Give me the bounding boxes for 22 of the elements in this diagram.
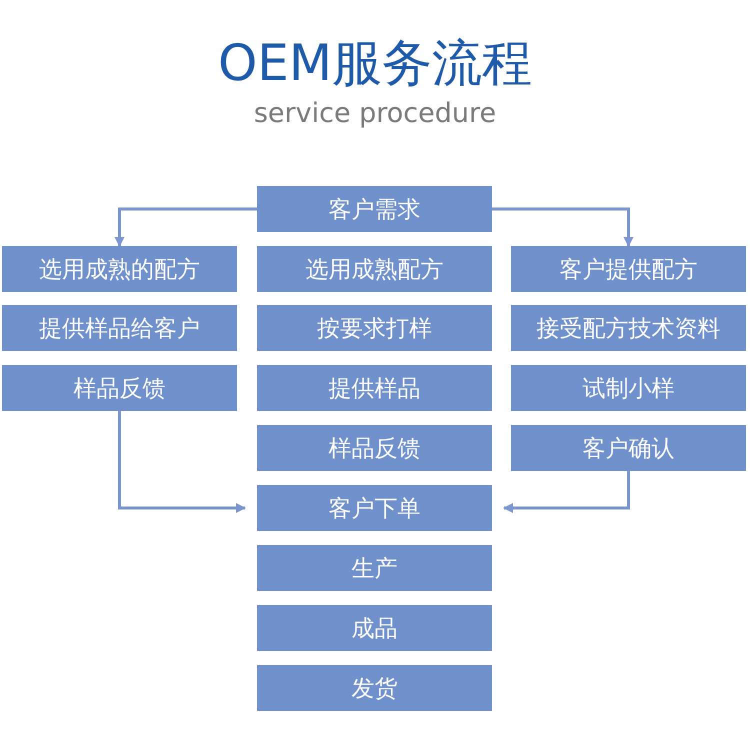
arrow <box>503 471 630 513</box>
process-box: 成品 <box>257 605 492 651</box>
arrow <box>114 208 257 247</box>
process-box: 样品反馈 <box>257 425 492 471</box>
process-box: 客户下单 <box>257 485 492 531</box>
process-box: 客户确认 <box>511 425 746 471</box>
title: OEM服务流程 <box>216 33 534 94</box>
arrow <box>118 411 246 513</box>
process-box: 提供样品给客户 <box>2 305 237 351</box>
process-box: 客户需求 <box>257 186 492 232</box>
process-box: 试制小样 <box>511 365 746 411</box>
process-box: 生产 <box>257 545 492 591</box>
process-box: 发货 <box>257 665 492 711</box>
subtitle: service procedure <box>252 98 498 129</box>
process-box: 选用成熟的配方 <box>2 246 237 292</box>
process-box: 接受配方技术资料 <box>511 305 746 351</box>
process-box: 样品反馈 <box>2 365 237 411</box>
process-box: 选用成熟配方 <box>257 246 492 292</box>
process-box: 提供样品 <box>257 365 492 411</box>
arrow <box>492 208 634 247</box>
process-box: 客户提供配方 <box>511 246 746 292</box>
process-box: 按要求打样 <box>257 305 492 351</box>
